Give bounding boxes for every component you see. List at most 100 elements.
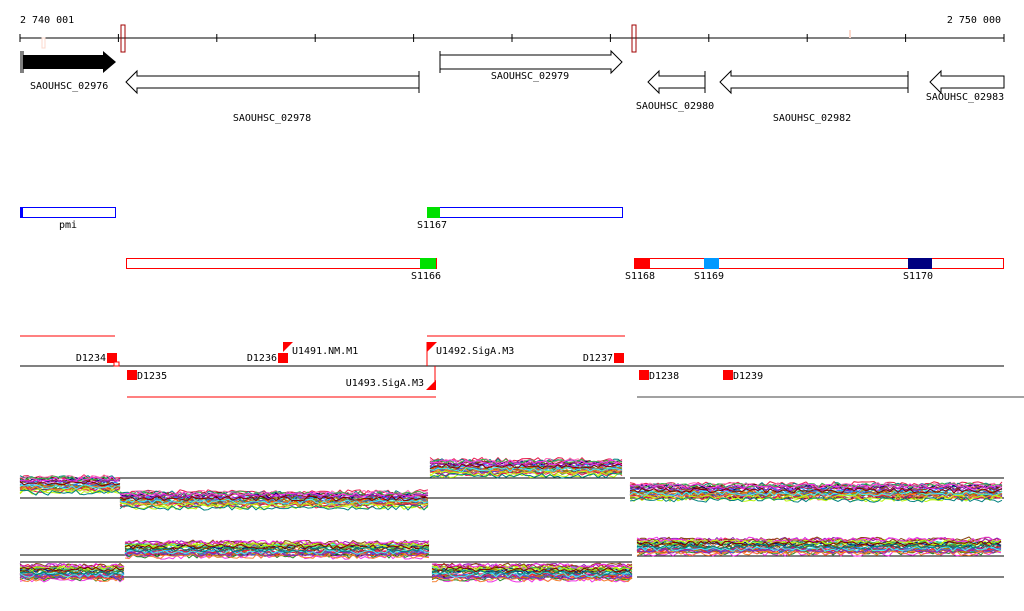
- expression-trace: [119, 495, 429, 502]
- gene-label: SAOUHSC_02978: [233, 113, 311, 124]
- feature-track: pmi S1167 S1166 S1168 S1169 S1170: [20, 207, 1004, 282]
- breakpoint-U1493[interactable]: U1493.SigA.M3: [346, 366, 436, 390]
- expression-trace: [19, 575, 125, 582]
- gene-SAOUHSC_02978[interactable]: SAOUHSC_02978: [125, 69, 420, 124]
- expression-trace: [629, 485, 1003, 492]
- expression-trace: [429, 458, 623, 465]
- feature-label: S1170: [903, 271, 933, 282]
- expression-trace: [431, 569, 633, 576]
- breakpoint-label: D1239: [733, 371, 763, 382]
- feature-label: S1167: [417, 220, 447, 231]
- breakpoint-D1238[interactable]: D1238: [639, 370, 679, 382]
- expression-trace: [636, 543, 1002, 550]
- feature-S1166[interactable]: S1166: [126, 258, 442, 282]
- gene-label: SAOUHSC_02980: [636, 101, 714, 112]
- gene-label: SAOUHSC_02979: [491, 71, 569, 82]
- gene-SAOUHSC_02980[interactable]: SAOUHSC_02980: [636, 69, 714, 112]
- feature-S1168[interactable]: [634, 258, 650, 269]
- gene-SAOUHSC_02982[interactable]: SAOUHSC_02982: [719, 69, 909, 124]
- feature-label: S1168: [625, 271, 655, 282]
- breakpoint-U1492[interactable]: U1492.SigA.M3: [426, 342, 514, 366]
- expression-trace: [636, 539, 1002, 546]
- expression-trace: [629, 487, 1003, 494]
- ruler-end-label: 2 750 000: [947, 15, 1001, 26]
- expression-trace: [431, 573, 633, 580]
- expression-trace: [636, 545, 1002, 552]
- gene-SAOUHSC_02983[interactable]: SAOUHSC_02983: [926, 69, 1005, 103]
- ruler: 2 740 001 2 750 000: [19, 15, 1005, 53]
- expression-trace: [429, 461, 623, 468]
- expression-profiles: [19, 456, 1004, 583]
- feature-S1170[interactable]: [908, 258, 932, 269]
- expression-trace: [629, 484, 1003, 491]
- expression-trace: [19, 487, 121, 494]
- expression-trace: [119, 491, 429, 498]
- expression-trace: [629, 496, 1003, 503]
- expression-trace: [124, 542, 430, 549]
- marker-faint: [41, 37, 46, 49]
- breakpoint-label: D1234: [76, 353, 106, 364]
- expression-trace: [629, 490, 1003, 497]
- ruler-start-label: 2 740 001: [20, 15, 74, 26]
- breakpoint-D1236[interactable]: D1236: [247, 353, 288, 364]
- expression-trace: [19, 480, 121, 487]
- feature-label: S1169: [694, 271, 724, 282]
- expression-trace: [119, 500, 429, 507]
- position-marker[interactable]: [120, 24, 126, 53]
- expression-trace: [431, 566, 633, 573]
- expression-trace: [429, 463, 623, 470]
- breakpoint-D1237[interactable]: D1237: [583, 353, 624, 364]
- expression-trace: [636, 550, 1002, 557]
- expression-trace: [19, 565, 125, 572]
- expression-trace: [19, 483, 120, 490]
- breakpoint-D1239[interactable]: D1239: [723, 370, 763, 382]
- expression-trace: [19, 570, 125, 576]
- feature-label: pmi: [59, 220, 77, 231]
- feature-S1169[interactable]: [704, 258, 719, 269]
- expression-trace: [119, 498, 429, 505]
- breakpoint-D1235[interactable]: D1235: [127, 370, 167, 382]
- expression-trace: [19, 475, 121, 482]
- ruler-ticks: [19, 34, 1005, 42]
- gene-SAOUHSC_02976[interactable]: SAOUHSC_02976: [20, 51, 116, 92]
- expression-trace: [431, 575, 633, 582]
- breakpoint-label: D1238: [649, 371, 679, 382]
- gene-label: SAOUHSC_02982: [773, 113, 851, 124]
- expression-trace: [636, 536, 1002, 543]
- expression-trace: [124, 548, 430, 555]
- expression-trace: [19, 571, 125, 578]
- expression-trace: [20, 476, 121, 483]
- expression-trace: [431, 571, 633, 578]
- breakpoint-label: U1493.SigA.M3: [346, 378, 424, 389]
- breakpoint-U1491[interactable]: U1491.NM.M1: [283, 342, 358, 357]
- breakpoint-D1234[interactable]: D1234: [76, 353, 120, 367]
- expression-trace: [429, 472, 623, 479]
- gene-label: SAOUHSC_02976: [30, 81, 108, 92]
- feature-pmi[interactable]: pmi: [20, 207, 116, 231]
- expression-trace: [124, 553, 430, 560]
- expression-trace: [431, 562, 633, 570]
- breakpoint-label: U1492.SigA.M3: [436, 346, 514, 357]
- expression-trace: [19, 566, 125, 572]
- marker-faint: [849, 30, 851, 38]
- breakpoint-label: D1236: [247, 353, 277, 364]
- expression-trace: [432, 576, 633, 583]
- expression-trace: [429, 470, 623, 477]
- expression-trace: [19, 566, 125, 573]
- expression-trace: [124, 546, 430, 553]
- position-marker[interactable]: [631, 24, 637, 53]
- feature-label: S1166: [411, 271, 441, 282]
- expression-trace: [119, 504, 429, 511]
- breakpoint-label: D1235: [137, 371, 167, 382]
- expression-trace: [629, 483, 1003, 490]
- expression-trace: [124, 539, 430, 546]
- gene-SAOUHSC_02979[interactable]: SAOUHSC_02979: [439, 49, 623, 82]
- feature-region-right[interactable]: S1168 S1169 S1170: [625, 258, 1004, 282]
- expression-trace: [431, 562, 633, 569]
- breakpoint-track: D1234 D1235 D1236 U1491.NM.M1 U1492.SigA…: [20, 335, 1024, 398]
- gene-label: SAOUHSC_02983: [926, 92, 1004, 103]
- expression-trace: [636, 547, 1002, 554]
- breakpoint-label: U1491.NM.M1: [292, 346, 358, 357]
- feature-S1167[interactable]: S1167: [417, 207, 623, 231]
- breakpoint-label: D1237: [583, 353, 613, 364]
